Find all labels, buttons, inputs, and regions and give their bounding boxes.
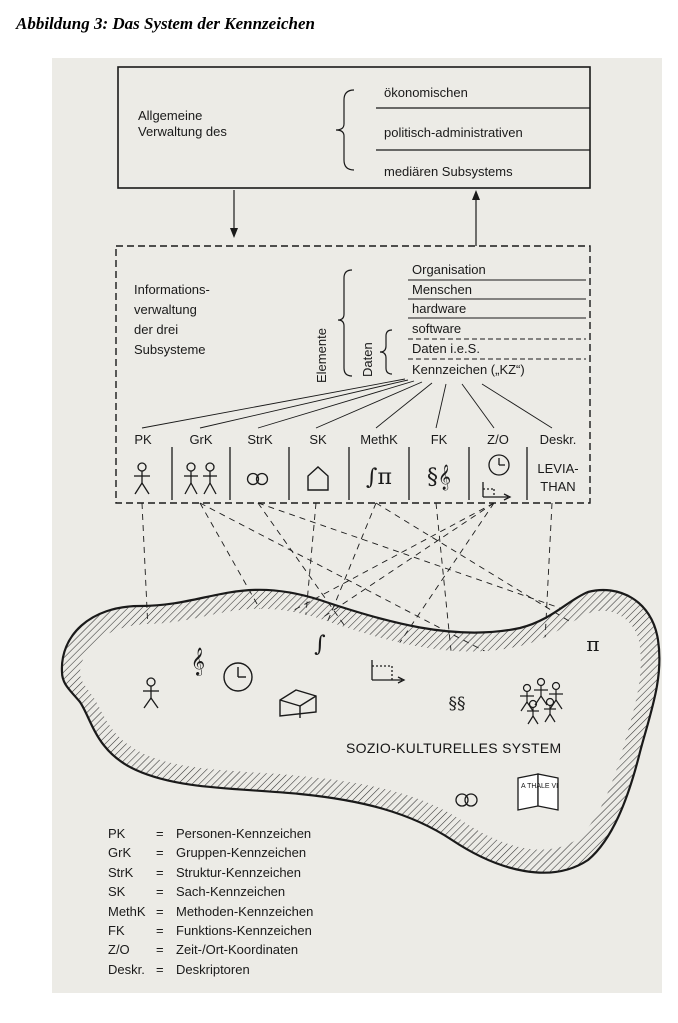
info-item: Organisation <box>412 262 486 277</box>
column-abbr-sk: SK <box>309 432 327 447</box>
daten-label: Daten <box>360 342 375 377</box>
elemente-label: Elemente <box>314 328 329 383</box>
legend-eq: = <box>156 864 164 880</box>
system-pi-icon: π <box>586 632 600 656</box>
column-abbr-methk: MethK <box>360 432 398 447</box>
elemente-brace <box>337 269 353 377</box>
arrow-down-head <box>230 228 238 238</box>
info-item: Menschen <box>412 282 472 297</box>
column-abbr-grk: GrK <box>189 432 213 447</box>
legend-abbr: SK <box>108 884 126 900</box>
top-box-brace <box>335 89 355 171</box>
figure-caption: Abbildung 3: Das System der Kennzeichen <box>16 14 315 33</box>
legend-eq: = <box>156 923 164 939</box>
system-coordinate-icon <box>371 660 406 684</box>
leviathan-text: LEVIA- THAN <box>537 461 579 494</box>
column-abbr-pk: PK <box>134 432 152 447</box>
system-person-icon <box>143 677 159 709</box>
group-icon <box>184 462 217 495</box>
rings-icon <box>246 472 269 486</box>
top-box <box>117 66 591 189</box>
legend-text: Funktions-Kennzeichen <box>176 923 312 939</box>
system-integral-icon: ∫ <box>314 631 326 657</box>
info-item: Kennzeichen („KZ“) <box>412 362 525 377</box>
legend-text: Gruppen-Kennzeichen <box>176 845 307 861</box>
top-box-item: ökonomischen <box>384 85 468 100</box>
info-box-label: Informations- verwaltung der drei Subsys… <box>134 282 210 357</box>
book-left-text: A THA <box>521 783 542 790</box>
book-right-text: LE VI <box>541 783 559 790</box>
system-label: SOZIO-KULTURELLES SYSTEM <box>346 740 562 756</box>
info-item: software <box>412 321 462 336</box>
kennzeichen-fan-lines <box>141 378 553 429</box>
legend-row: FK = Funktions-Kennzeichen <box>108 921 313 940</box>
integral-pi-icon: ∫π <box>366 464 392 490</box>
legend-abbr: MethK <box>108 903 146 919</box>
legend-text: Sach-Kennzeichen <box>176 884 286 900</box>
system-group-icon <box>520 677 563 725</box>
legend-row: MethK = Methoden-Kennzeichen <box>108 902 313 921</box>
legend-row: Z/O = Zeit-/Ort-Koordinaten <box>108 940 313 959</box>
column-abbr-strk: StrK <box>247 432 273 447</box>
column-abbr-fk: FK <box>430 432 448 447</box>
legend-eq: = <box>156 903 164 919</box>
info-box <box>115 245 591 504</box>
system-book-icon <box>517 773 559 811</box>
legend-row: Deskr. = Deskriptoren <box>108 960 313 979</box>
top-box-item: mediären Subsystems <box>384 164 513 179</box>
daten-brace <box>379 329 393 375</box>
legend-eq: = <box>156 961 164 977</box>
person-icon <box>134 462 150 495</box>
legend-row: PK = Personen-Kennzeichen <box>108 824 313 843</box>
legend-eq: = <box>156 845 164 861</box>
legend-abbr: FK <box>108 923 125 939</box>
legend-abbr: StrK <box>108 864 134 880</box>
system-clock-icon <box>223 662 253 692</box>
legend-eq: = <box>156 884 164 900</box>
legend-text: Struktur-Kennzeichen <box>176 864 302 880</box>
info-item: Daten i.e.S. <box>412 341 480 356</box>
info-item: hardware <box>412 301 467 316</box>
legend-text: Zeit-/Ort-Koordinaten <box>176 942 299 958</box>
legend-abbr: Deskr. <box>108 961 145 977</box>
legend-abbr: PK <box>108 826 126 841</box>
system-clef-icon: 𝄞 <box>190 647 206 675</box>
legend-text: Methoden-Kennzeichen <box>176 903 314 919</box>
clock-coordinate-icon <box>482 454 512 501</box>
legend-text: Personen-Kennzeichen <box>176 826 312 841</box>
sozio-kulturelles-system-inner <box>80 608 641 850</box>
legend-abbr: Z/O <box>108 942 130 958</box>
legend-eq: = <box>156 826 164 841</box>
top-box-label: Allgemeine Verwaltung des <box>138 108 227 139</box>
arrow-up-head <box>472 190 480 200</box>
legend-abbr: GrK <box>108 845 132 861</box>
legend-row: SK = Sach-Kennzeichen <box>108 882 313 901</box>
legend-eq: = <box>156 942 164 958</box>
legend: PK = Personen-Kennzeichen GrK = Gruppen-Kenn… <box>108 824 313 979</box>
system-rings-icon <box>455 793 478 807</box>
column-abbr-zo: Z/O <box>487 432 509 447</box>
column-grid <box>171 447 528 500</box>
house-icon <box>307 466 329 491</box>
top-box-item: politisch-administrativen <box>384 125 523 140</box>
column-abbr-deskr: Deskr. <box>539 432 577 447</box>
system-house-icon <box>279 689 317 718</box>
system-paragraph-icon: §§ <box>448 694 466 714</box>
paragraph-clef-icon: §𝄞 <box>426 464 451 490</box>
legend-text: Deskriptoren <box>176 961 250 977</box>
legend-row: GrK = Gruppen-Kennzeichen <box>108 843 313 862</box>
legend-row: StrK = Struktur-Kennzeichen <box>108 863 313 882</box>
